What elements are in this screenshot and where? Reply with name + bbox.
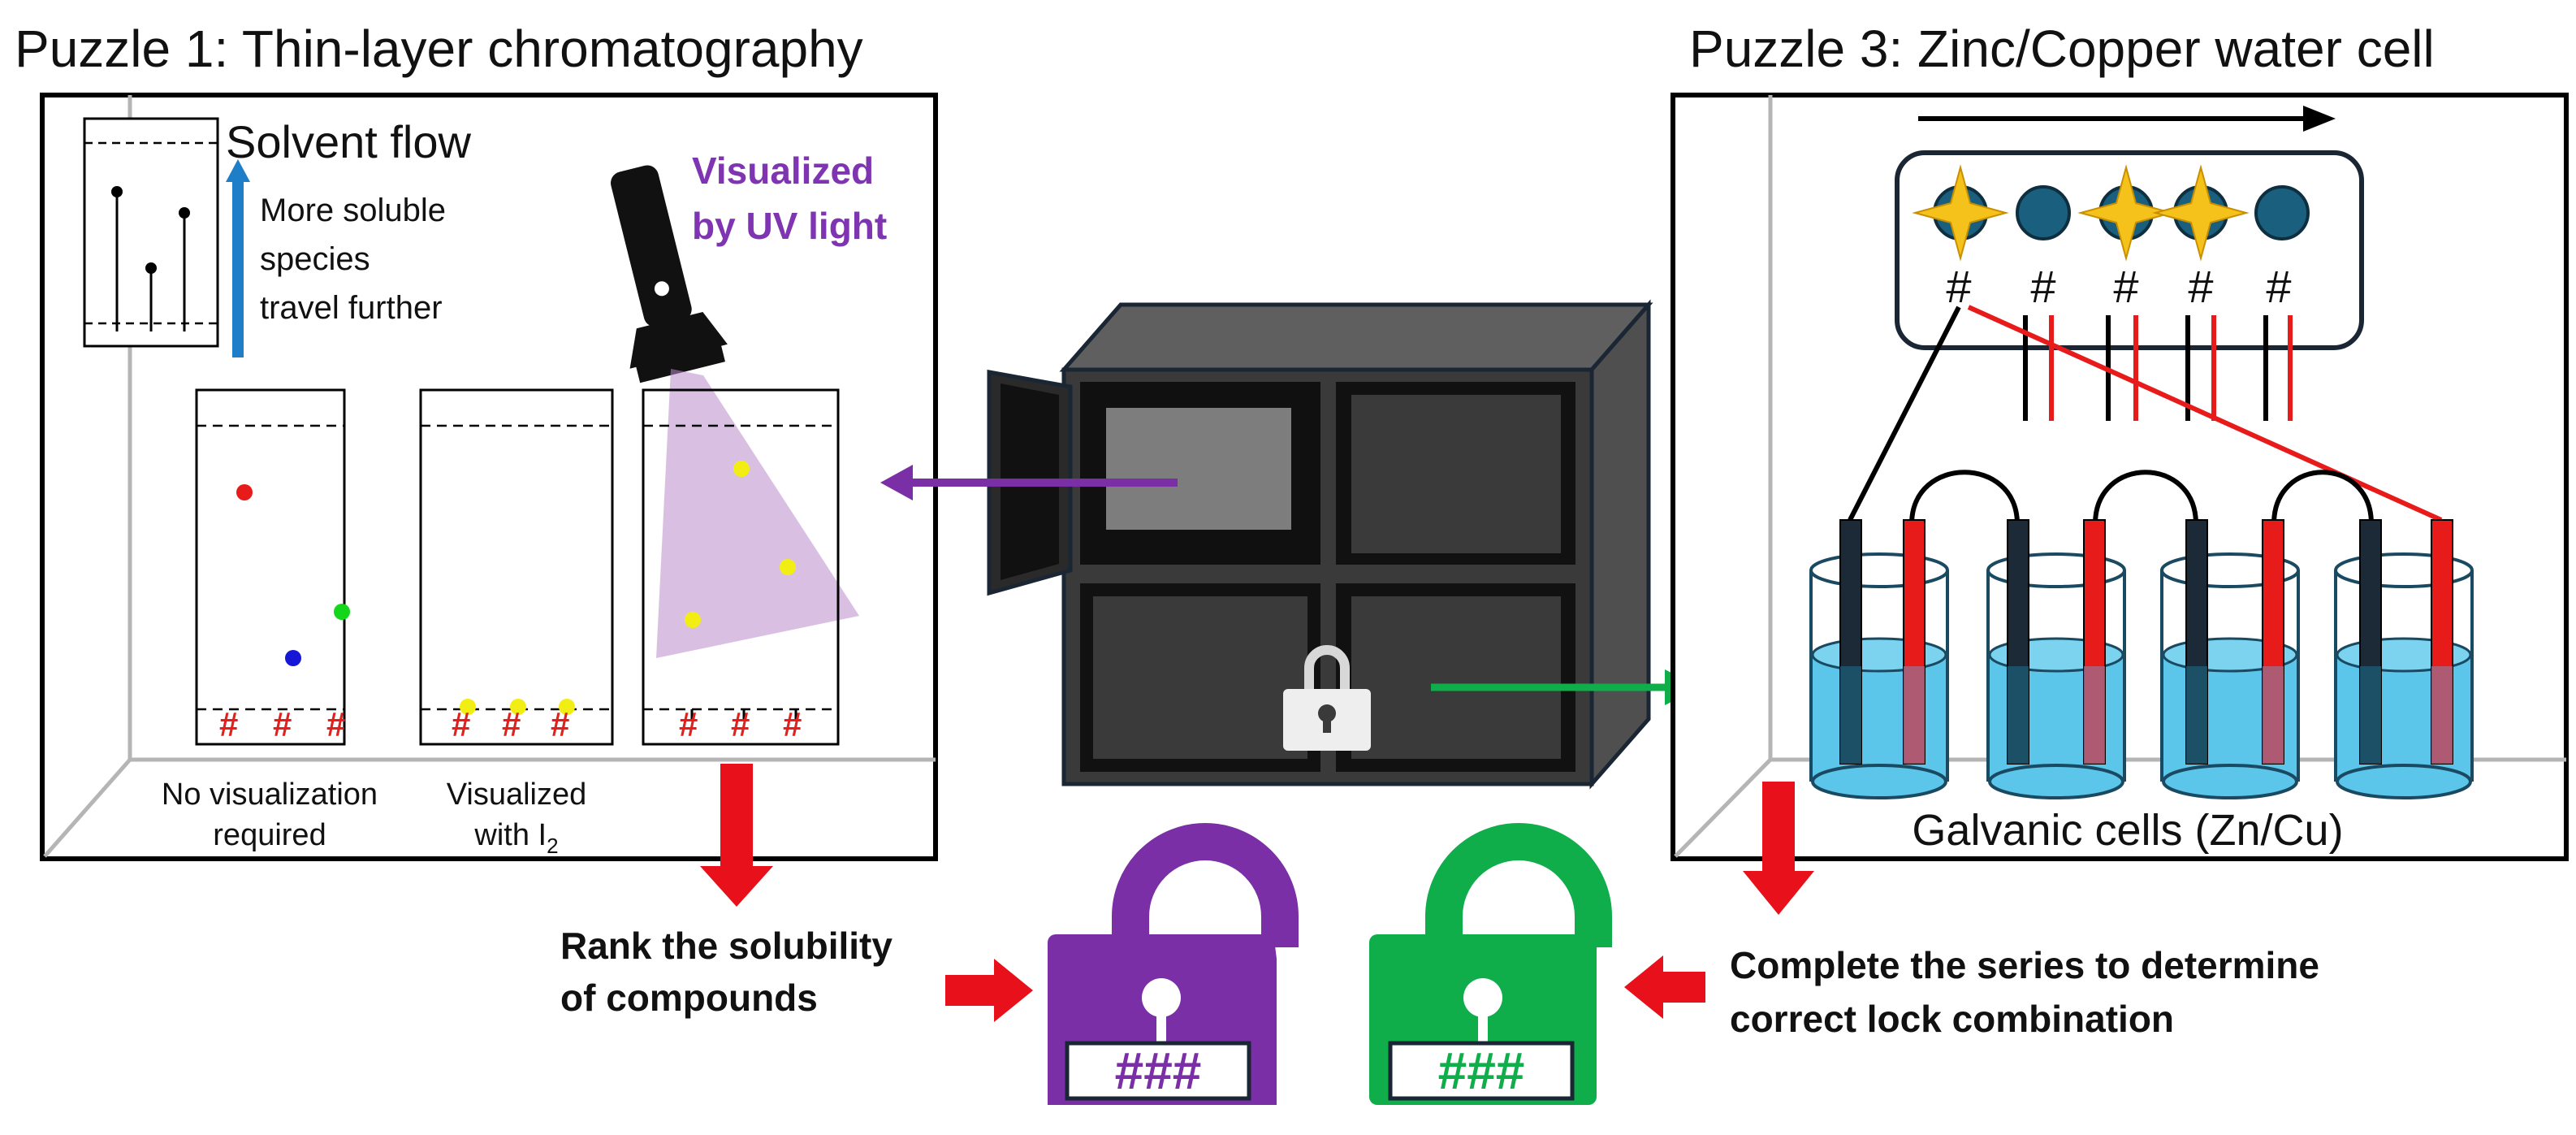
caption-no-visualization-line2: required	[213, 818, 326, 852]
red-arrow-left	[1624, 955, 1705, 1019]
series-hash-3: #	[2113, 261, 2138, 312]
legend-tlc-plate	[83, 117, 219, 348]
plate3-hash-2: #	[731, 705, 750, 743]
red-lead-wire	[1967, 305, 2443, 522]
soluble-text-line2: species	[260, 241, 370, 277]
caption-iodine-line2: with I2	[473, 818, 558, 858]
spot-red	[236, 484, 253, 500]
plate3-hash-1: #	[679, 705, 698, 743]
indicator-light-lit	[1912, 164, 2009, 262]
series-hash-5: #	[2266, 261, 2291, 312]
plate3-hash-3: #	[783, 705, 802, 743]
plate2-hash-3: #	[551, 705, 569, 743]
purple-arrow	[880, 465, 1178, 500]
caption-iodine-line1: Visualized	[447, 778, 587, 812]
spot-green	[334, 604, 350, 620]
puzzle3-title: Puzzle 3: Zinc/Copper water cell	[1689, 19, 2435, 78]
galvanic-cell	[1986, 519, 2126, 799]
galvanic-panel: # # # # #	[1671, 93, 2569, 861]
series-text-line2: correct lock combination	[1730, 998, 2174, 1040]
series-direction-arrow	[1918, 106, 2336, 132]
red-arrow-down-right	[1743, 782, 1814, 915]
tlc-panel: Solvent flow More soluble species travel…	[40, 93, 938, 861]
indicator-panel	[1895, 150, 2364, 350]
caption-no-visualization-line1: No visualization	[162, 778, 378, 812]
indicator-light-off	[2016, 185, 2071, 240]
spot-blue	[285, 650, 301, 666]
tlc-plate-iodine: # # #	[419, 388, 614, 746]
indicator-light-lit	[2152, 164, 2250, 262]
galvanic-cell	[1809, 519, 1949, 799]
series-hash-1: #	[1946, 261, 1971, 312]
locker-cabinet	[987, 299, 1653, 790]
black-lead-wire	[1848, 305, 1961, 522]
series-text-line1: Complete the series to determine	[1730, 944, 2319, 986]
spot-yellow	[559, 699, 575, 715]
galvanic-cell	[2160, 519, 2300, 799]
purple-lock-code: ###	[1115, 1042, 1202, 1100]
green-padlock-icon: ###	[1369, 823, 1612, 1105]
soluble-text-line3: travel further	[260, 290, 443, 326]
spot-yellow	[733, 461, 750, 477]
series-hash-2: #	[2030, 261, 2055, 312]
indicator-light-lit	[2077, 164, 2175, 262]
green-lock-code: ###	[1438, 1042, 1525, 1100]
series-hash-4: #	[2188, 261, 2213, 312]
plate1-hash-1: #	[219, 705, 238, 743]
puzzle1-title: Puzzle 1: Thin-layer chromatography	[15, 19, 863, 78]
plate2-hash-1: #	[452, 705, 470, 743]
red-arrow-down-left	[700, 764, 773, 907]
spot-yellow	[460, 699, 476, 715]
indicator-light-off	[2254, 185, 2310, 240]
spot-yellow	[780, 559, 796, 575]
solvent-flow-arrow	[226, 159, 250, 357]
plate1-hash-2: #	[273, 705, 292, 743]
galvanic-cells-label: Galvanic cells (Zn/Cu)	[1912, 806, 2343, 855]
uv-light-beam	[656, 369, 859, 658]
solvent-flow-label: Solvent flow	[226, 116, 471, 167]
cabinet-padlock-icon	[1283, 645, 1371, 751]
red-arrow-right	[945, 959, 1033, 1022]
purple-padlock-icon: ###	[1048, 823, 1299, 1105]
soluble-text-line1: More soluble	[260, 193, 446, 228]
uv-text-line1: Visualized	[692, 149, 874, 192]
uv-text-line2: by UV light	[692, 205, 887, 247]
tlc-plate-no-visualization: # # #	[195, 388, 350, 746]
rank-text-line2: of compounds	[560, 977, 818, 1019]
flashlight-icon	[611, 165, 728, 383]
spot-yellow	[685, 612, 701, 628]
galvanic-cell	[2334, 519, 2474, 799]
plate2-hash-2: #	[502, 705, 521, 743]
cell-connectors	[1909, 470, 2374, 525]
tlc-plate-uv: # # #	[642, 388, 840, 746]
rank-text-line1: Rank the solubility	[560, 925, 893, 967]
spot-yellow	[510, 699, 526, 715]
plate1-hash-3: #	[326, 705, 345, 743]
